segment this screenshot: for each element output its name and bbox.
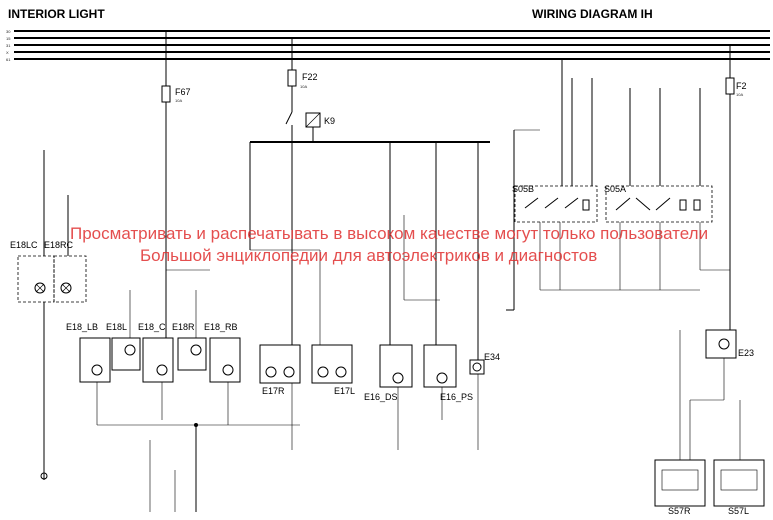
svg-text:K9: K9 — [324, 116, 335, 126]
fuse-f2: F2 10A — [725, 45, 747, 330]
svg-text:E23: E23 — [738, 348, 754, 358]
bus-label-15: 15 — [6, 36, 11, 41]
lamp-e16-ds: E16_DS — [364, 344, 413, 402]
svg-text:E18L: E18L — [106, 322, 127, 332]
switch-feed-wires — [506, 59, 701, 311]
diagram-title: WIRING DIAGRAM IH — [532, 7, 653, 21]
svg-text:E18R: E18R — [172, 322, 195, 332]
switch-s05b: S05B — [512, 184, 598, 290]
svg-text:E18_C: E18_C — [138, 322, 166, 332]
lamp-e18lc: E18LC — [10, 240, 55, 303]
svg-text:E18RC: E18RC — [44, 240, 74, 250]
svg-text:S05A: S05A — [604, 184, 626, 194]
switch-s57l: S57L — [713, 459, 765, 516]
lamp-e16-ps: E16_PS — [423, 344, 473, 402]
svg-text:F67: F67 — [175, 87, 191, 97]
bus-label-x: X — [6, 50, 9, 55]
ground-terminal-1 — [40, 472, 48, 480]
svg-text:E18LC: E18LC — [10, 240, 38, 250]
watermark-line-1: Просматривать и распечатывать в высоком … — [70, 224, 708, 243]
svg-text:E18_RB: E18_RB — [204, 322, 238, 332]
svg-text:10A: 10A — [736, 92, 743, 97]
svg-text:F2: F2 — [736, 81, 747, 91]
power-bus: 30 15 31 X 61 — [6, 29, 770, 62]
lamp-e18l: E18L — [106, 322, 141, 371]
lamp-e34: E34 — [469, 352, 500, 375]
svg-text:10A: 10A — [175, 98, 182, 103]
relay-k9: K9 — [250, 111, 490, 143]
svg-text:S57L: S57L — [728, 506, 749, 516]
fuse-f67: F67 10A — [161, 31, 191, 150]
diagram-section-title: INTERIOR LIGHT — [8, 7, 105, 21]
switch-s05a: S05A — [540, 184, 730, 291]
svg-text:10A: 10A — [300, 84, 307, 89]
bus-label-31: 31 — [6, 43, 11, 48]
bus-label-61: 61 — [6, 57, 11, 62]
svg-text:E16_PS: E16_PS — [440, 392, 473, 402]
svg-text:S57R: S57R — [668, 506, 691, 516]
svg-text:E18_LB: E18_LB — [66, 322, 98, 332]
svg-text:E16_DS: E16_DS — [364, 392, 398, 402]
lamp-e18-rb: E18_RB — [204, 322, 241, 383]
svg-text:E17L: E17L — [334, 386, 355, 396]
fuse-f22: F22 10A — [287, 38, 318, 112]
watermark-line-2: Большой энциклопедии для автоэлектриков … — [140, 246, 597, 265]
switch-s57r: S57R — [654, 459, 706, 516]
lamp-e23: E23 — [705, 329, 754, 359]
lamp-e17l: E17L — [311, 344, 355, 396]
lamp-e18rc: E18RC — [44, 240, 87, 303]
lamp-e17r: E17R — [259, 344, 301, 396]
svg-text:E34: E34 — [484, 352, 500, 362]
svg-text:F22: F22 — [302, 72, 318, 82]
svg-text:E17R: E17R — [262, 386, 285, 396]
svg-text:S05B: S05B — [512, 184, 534, 194]
lamp-e18-c: E18_C — [138, 322, 174, 383]
lamp-e18r: E18R — [172, 322, 207, 371]
lamp-e18-lb: E18_LB — [66, 322, 111, 383]
bus-label-30: 30 — [6, 29, 11, 34]
